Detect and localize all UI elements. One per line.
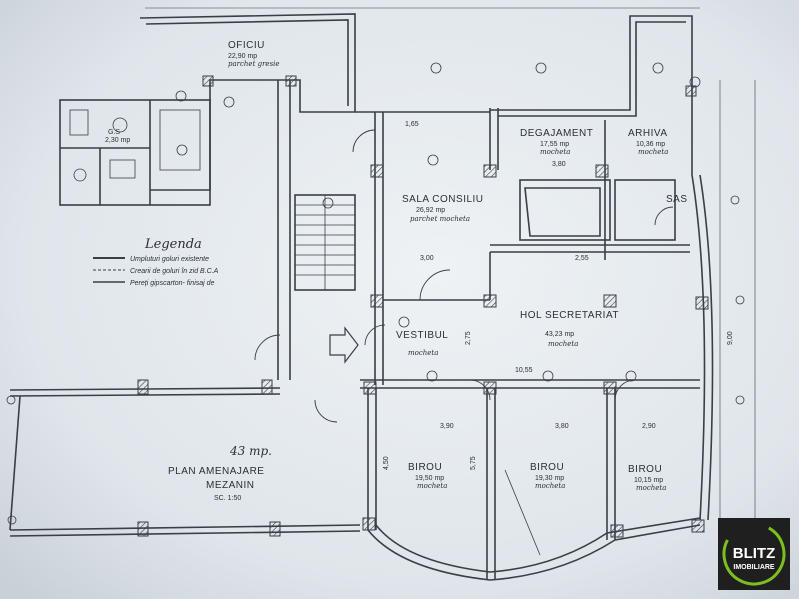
stair-treads — [295, 195, 355, 290]
dim-label: 9,00 — [727, 331, 734, 345]
room-finish-arhiva: mocheta — [638, 148, 668, 156]
room-area-arhiva: 10,36 mp — [636, 141, 665, 148]
room-finish-vestibul: mocheta — [408, 349, 438, 357]
room-area-hol-secretariat: 43,23 mp — [545, 331, 574, 338]
plan-scale: SC. 1:50 — [214, 495, 241, 502]
columns — [137, 75, 709, 538]
room-name-oficiu: OFICIU — [228, 40, 265, 51]
grid-markers — [6, 62, 745, 525]
logo-line2: IMOBILIARE — [733, 564, 775, 571]
logo-line1: BLITZ — [733, 545, 776, 562]
bathroom-fixtures — [69, 109, 201, 182]
legend-item: Crearii de goluri în zid B.C.A — [130, 268, 219, 275]
dim-label: 2,75 — [465, 331, 472, 345]
dim-label: 3,80 — [555, 423, 569, 430]
room-name-birou-3: BIROU — [628, 464, 662, 475]
dim-label: 2,55 — [575, 255, 589, 262]
entry-arrow-icon — [329, 326, 359, 364]
room-area-oficiu: 22,90 mp — [228, 53, 257, 60]
room-finish-oficiu: parchet gresie — [228, 60, 280, 68]
dim-label: 5,75 — [470, 456, 477, 470]
dim-label: 1,65 — [405, 121, 419, 128]
room-name-birou-2: BIROU — [530, 462, 564, 473]
legend-heading: Legenda — [144, 237, 202, 252]
room-name-sas: SAS — [666, 194, 688, 205]
room-name-gs: G.S — [108, 129, 120, 136]
room-labels: OFICIU 22,90 mp parchet gresie G.S 2,30 … — [105, 40, 688, 492]
room-finish-hol-secretariat: mocheta — [548, 340, 578, 348]
room-finish-sala-consiliu: parchet mocheta — [410, 215, 470, 223]
door-swings — [254, 129, 674, 423]
dimension-labels: 3,00 2,55 10,55 2,75 5,75 4,50 3,90 3,80… — [383, 121, 734, 470]
dim-label: 2,90 — [642, 423, 656, 430]
room-finish-birou-1: mocheta — [417, 482, 447, 490]
dim-label: 3,90 — [440, 423, 454, 430]
dim-label: 10,55 — [515, 367, 533, 374]
room-name-arhiva: ARHIVA — [628, 128, 668, 139]
room-name-sala-consiliu: SALA CONSILIU — [402, 194, 484, 205]
room-finish-birou-3: mocheta — [636, 484, 666, 492]
room-name-birou-1: BIROU — [408, 462, 442, 473]
room-name-hol-secretariat: HOL SECRETARIAT — [520, 310, 619, 321]
room-finish-degajament: mocheta — [540, 148, 570, 156]
room-name-degajament: DEGAJAMENT — [520, 128, 593, 139]
room-area-birou-1: 19,50 mp — [415, 475, 444, 482]
dim-label: 3,80 — [552, 161, 566, 168]
plan-title-block: 43 mp. PLAN AMENAJARE MEZANIN SC. 1:50 — [168, 444, 272, 502]
legend-item: Umpluturi goluri existente — [130, 256, 209, 263]
room-area-birou-2: 19,30 mp — [535, 475, 564, 482]
area-note: 43 mp. — [229, 444, 272, 458]
plan-title: PLAN AMENAJARE — [168, 466, 264, 477]
dim-label: 3,00 — [420, 255, 434, 262]
room-area-sala-consiliu: 26,92 mp — [416, 207, 445, 214]
legend-item: Pereți gipscarton- finisaj de — [130, 280, 215, 287]
dim-label: 4,50 — [383, 456, 390, 470]
room-area-birou-3: 10,15 mp — [634, 477, 663, 484]
room-area-gs: 2,30 mp — [105, 137, 130, 144]
section-line — [504, 469, 541, 556]
room-area-degajament: 17,55 mp — [540, 141, 569, 148]
blitz-logo: BLITZ IMOBILIARE — [718, 518, 790, 590]
room-name-vestibul: VESTIBUL — [396, 330, 448, 341]
legend: Legenda Umpluturi goluri existente Crear… — [130, 237, 219, 287]
legend-swatches — [93, 257, 125, 283]
room-finish-birou-2: mocheta — [535, 482, 565, 490]
plan-subtitle: MEZANIN — [206, 480, 255, 491]
dimension-lines — [145, 7, 756, 520]
